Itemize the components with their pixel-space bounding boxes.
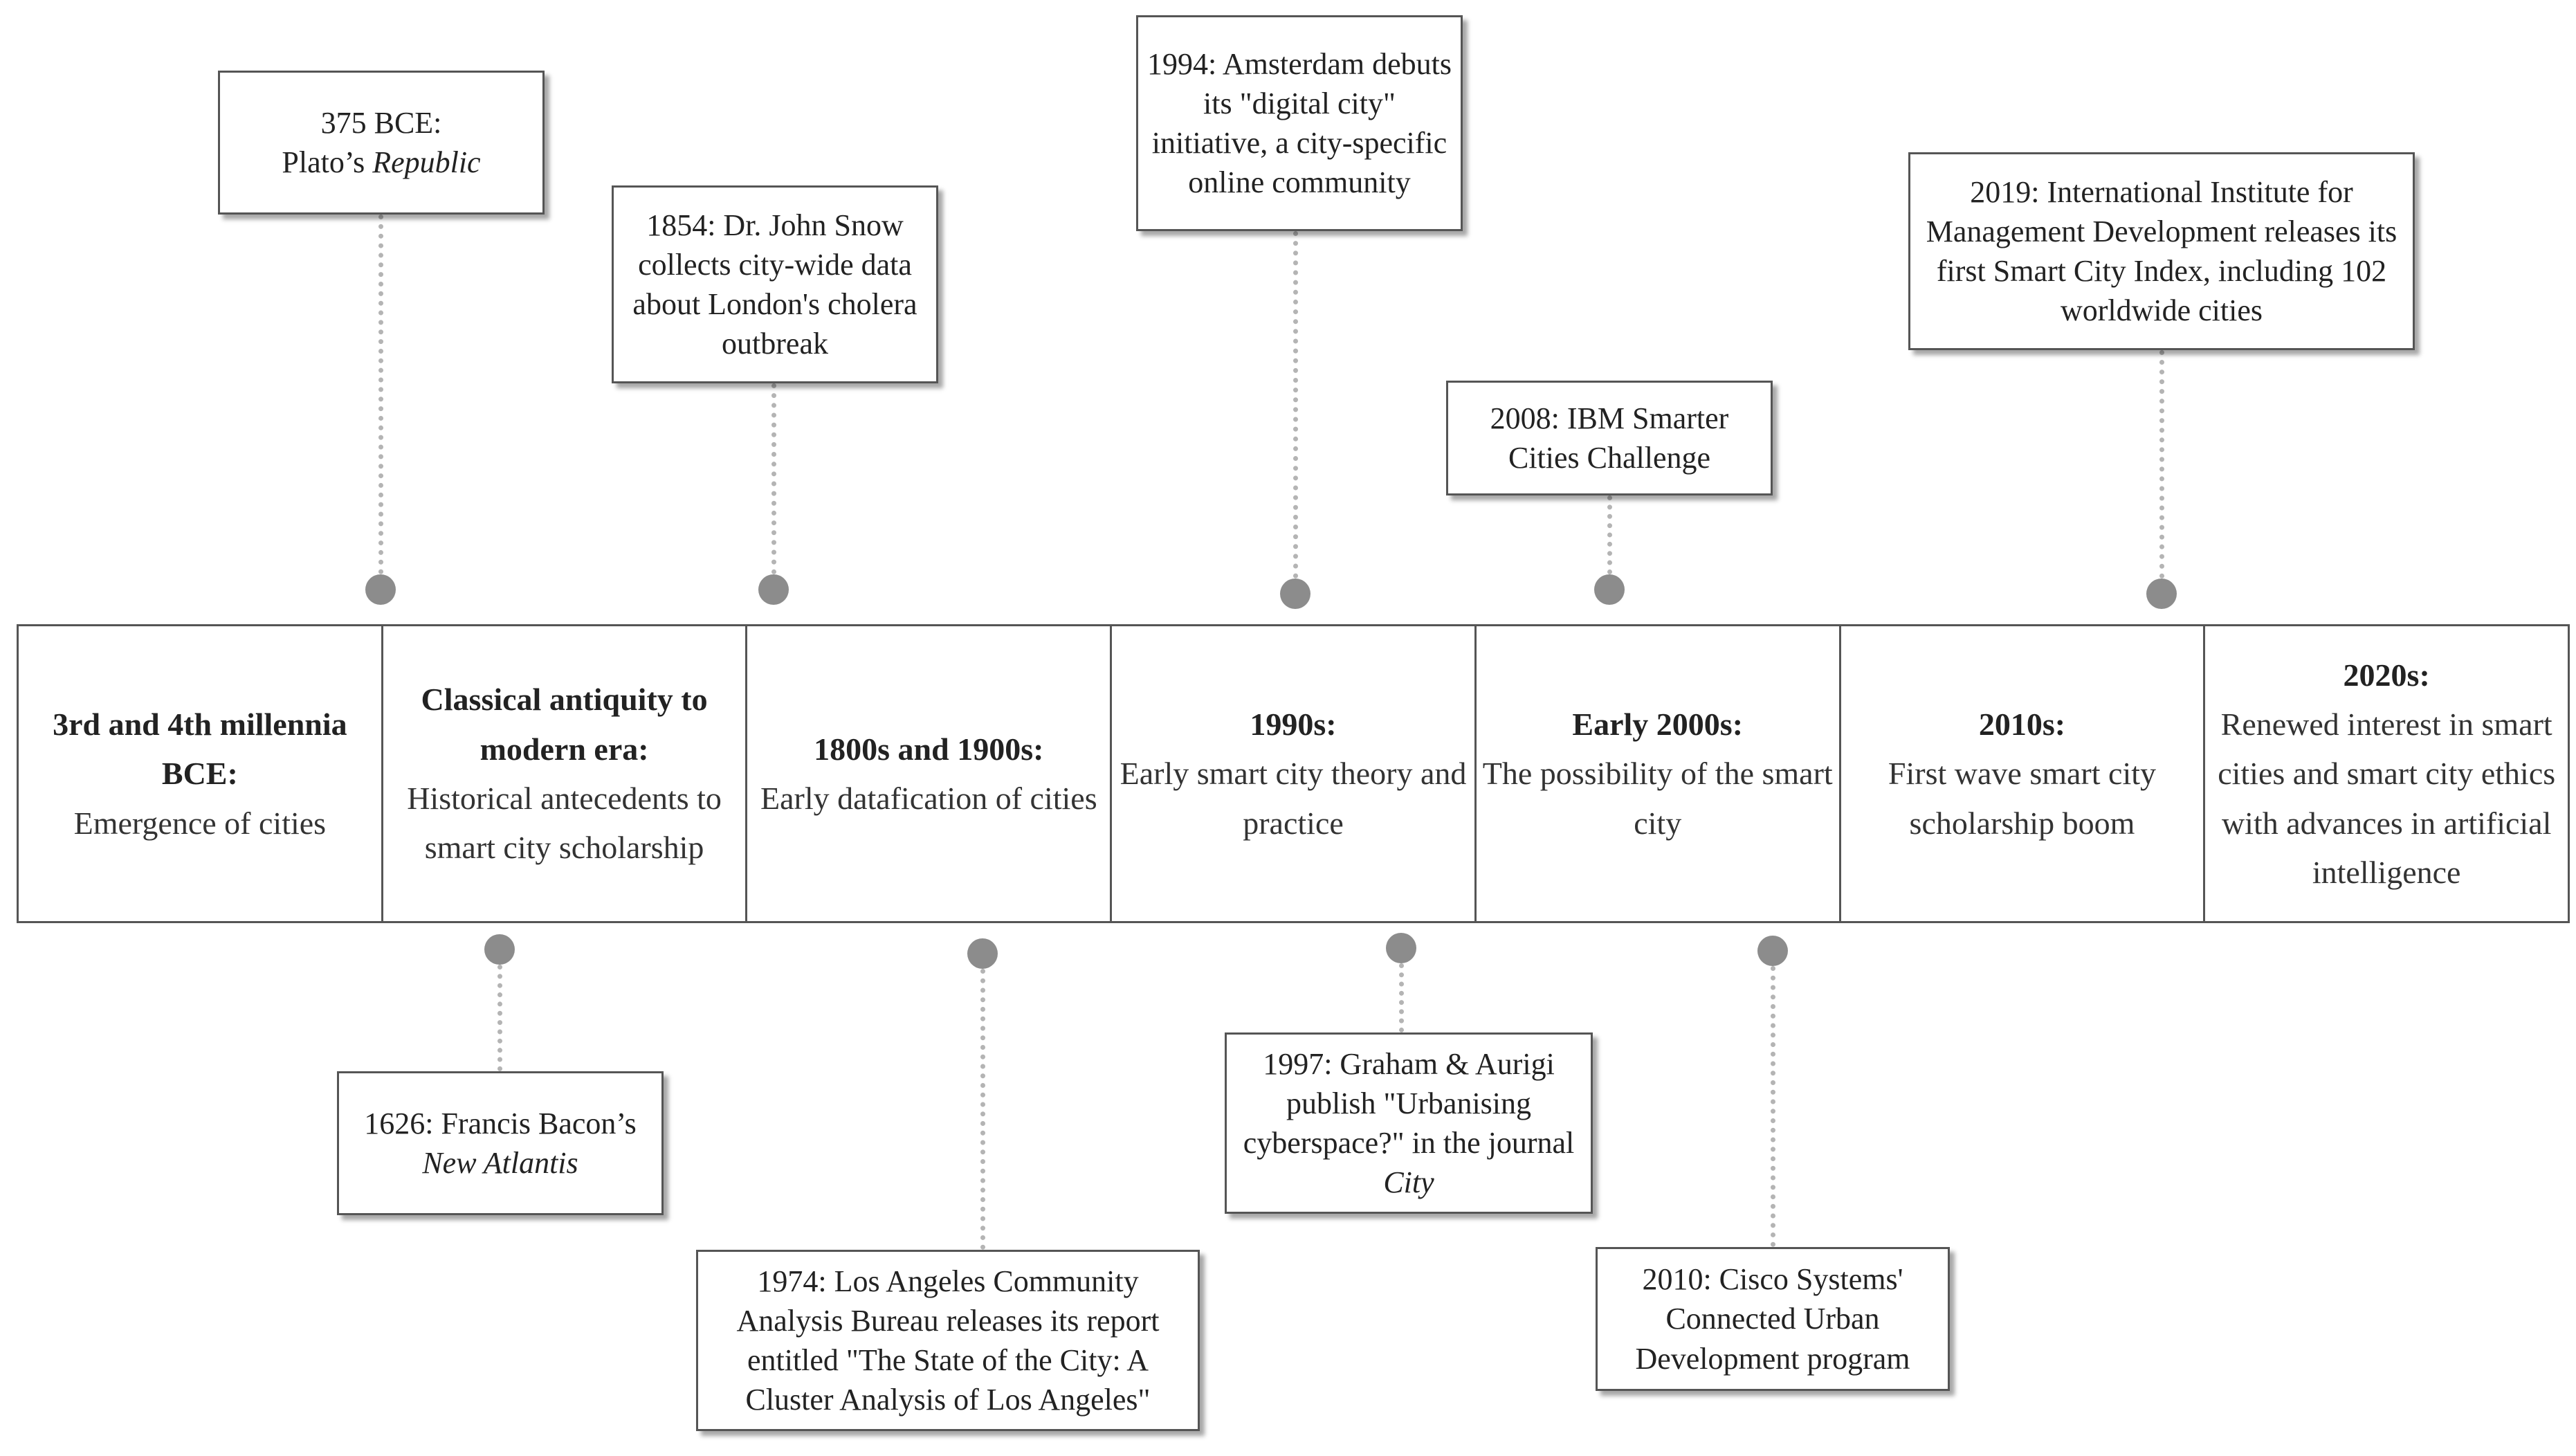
timeline-dot [1280,579,1310,609]
period-description: Renewed interest in smart cities and sma… [2218,707,2556,890]
timeline-dot [484,934,515,965]
period-description: Emergence of cities [73,805,327,841]
event-box-below: 2010: Cisco Systems' Connected Urban Dev… [1596,1247,1950,1391]
timeline-dot [2146,579,2177,609]
period-title: 2020s: [2343,657,2430,693]
timeline-dot [365,574,396,605]
event-text-main: 1974: Los Angeles Community Analysis Bur… [736,1264,1160,1417]
period-title: 3rd and 4th millennia BCE: [53,707,347,792]
event-text-main: 375 BCE: Plato’s [282,105,442,179]
event-text-italic: New Atlantis [422,1146,578,1180]
timeline-dot [1757,936,1788,966]
event-text-main: 2008: IBM Smarter Cities Challenge [1490,401,1729,475]
event-text: 1997: Graham & Aurigi publish "Urbanisin… [1235,1044,1582,1203]
event-text: 1854: Dr. John Snow collects city-wide d… [622,206,928,364]
period-description: Historical antecedents to smart city sch… [407,781,722,866]
timeline-dot [1386,933,1416,963]
event-text: 2010: Cisco Systems' Connected Urban Dev… [1606,1259,1939,1378]
dotted-connector [378,215,383,574]
dotted-connector [1399,963,1404,1032]
dotted-connector [1293,231,1298,579]
event-box-above: 2008: IBM Smarter Cities Challenge [1446,381,1773,495]
event-box-above: 1994: Amsterdam debuts its "digital city… [1136,15,1463,231]
period-title: Early 2000s: [1572,707,1744,743]
period-title: 1990s: [1250,707,1337,743]
period-row: 3rd and 4th millennia BCE: Emergence of c… [17,624,2570,923]
period-title: Classical antiquity to modern era: [421,682,708,767]
event-text-italic: Republic [372,145,481,179]
event-text-main: 1626: Francis Bacon’s [364,1106,637,1140]
period-cell: 2020s: Renewed interest in smart cities a… [2205,626,2568,921]
period-cell: Classical antiquity to modern era: Histor… [383,626,748,921]
dotted-connector [2159,350,2164,579]
event-text-main: 1994: Amsterdam debuts its "digital city… [1147,46,1452,200]
event-box-above: 1854: Dr. John Snow collects city-wide d… [612,185,938,383]
event-text-main: 2019: International Institute for Manage… [1926,174,2397,328]
period-description: The possibility of the smart city [1482,756,1833,841]
event-box-above: 2019: International Institute for Manage… [1908,152,2415,350]
event-text-italic: City [1383,1165,1434,1200]
dotted-connector [980,969,985,1250]
event-text: 375 BCE: Plato’s Republic [282,103,480,182]
event-text: 2019: International Institute for Manage… [1919,172,2404,331]
period-description: First wave smart city scholarship boom [1888,756,2156,841]
event-box-below: 1997: Graham & Aurigi publish "Urbanisin… [1225,1032,1593,1214]
period-description: Early smart city theory and practice [1120,756,1467,841]
timeline-dot [967,938,998,969]
event-text: 2008: IBM Smarter Cities Challenge [1456,399,1762,477]
event-text-main: 1997: Graham & Aurigi publish "Urbanisin… [1243,1046,1575,1160]
event-text-main: 1854: Dr. John Snow collects city-wide d… [632,208,917,361]
period-cell: 3rd and 4th millennia BCE: Emergence of c… [19,626,383,921]
event-box-below: 1626: Francis Bacon’s New Atlantis [337,1071,664,1215]
event-text: 1974: Los Angeles Community Analysis Bur… [706,1262,1189,1420]
dotted-connector [497,965,502,1071]
period-description: Early datafication of cities [760,781,1097,816]
event-text: 1626: Francis Bacon’s New Atlantis [364,1104,637,1183]
period-cell: 1990s: Early smart city theory and practi… [1112,626,1477,921]
period-cell: 2010s: First wave smart city scholarship … [1841,626,2206,921]
event-box-above: 375 BCE: Plato’s Republic [218,71,545,215]
timeline-dot [1594,574,1625,605]
dotted-connector [1607,495,1612,574]
period-title: 2010s: [1978,707,2066,743]
dotted-connector [1771,966,1775,1247]
event-text: 1994: Amsterdam debuts its "digital city… [1147,44,1452,203]
period-cell: Early 2000s: The possibility of the smart… [1477,626,1841,921]
event-text-main: 2010: Cisco Systems' Connected Urban Dev… [1635,1262,1910,1376]
period-title: 1800s and 1900s: [814,731,1044,767]
event-box-below: 1974: Los Angeles Community Analysis Bur… [696,1250,1200,1431]
timeline-dot [758,574,789,605]
dotted-connector [771,383,776,574]
period-cell: 1800s and 1900s: Early datafication of ci… [747,626,1113,921]
